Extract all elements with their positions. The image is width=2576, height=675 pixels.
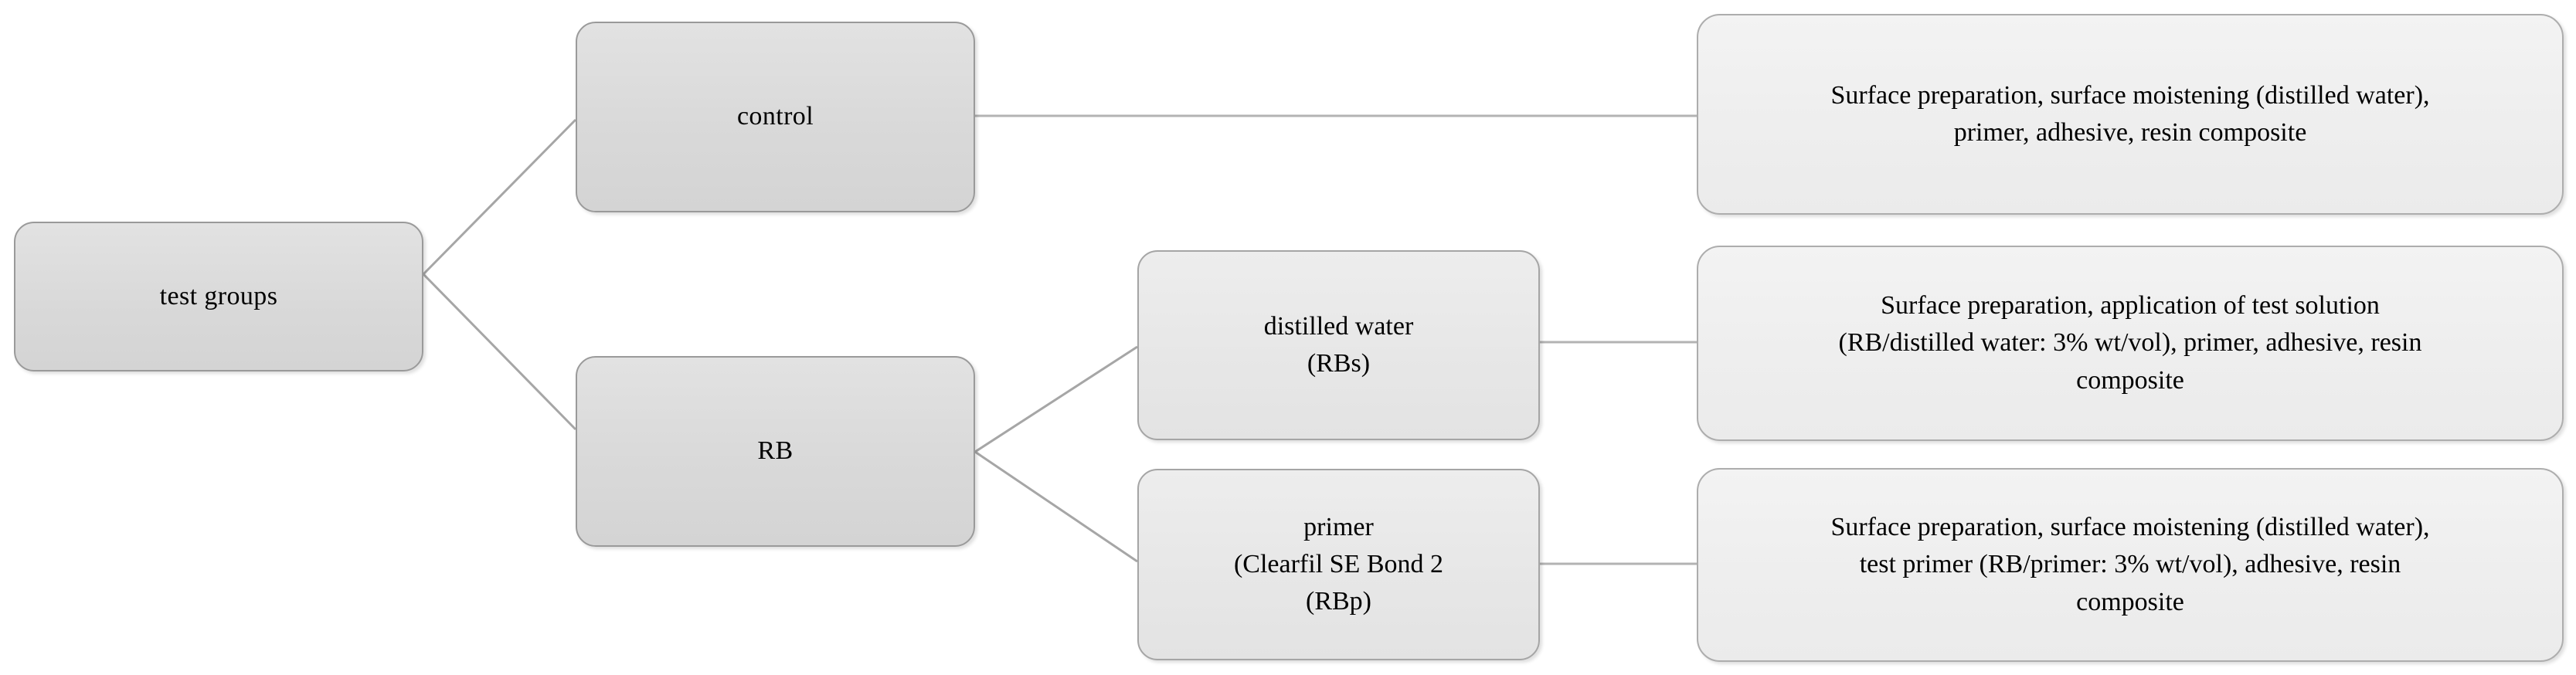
desc-rbp-label: Surface preparation, surface moistening … bbox=[1830, 513, 2430, 616]
edge-rb-rbp bbox=[974, 450, 1138, 563]
edge-rb-rbs bbox=[974, 345, 1138, 453]
edge-root-control bbox=[422, 118, 577, 276]
node-distilled-water-rbs-label: distilled water (RBs) bbox=[1263, 311, 1414, 378]
node-distilled-water-rbs[interactable]: distilled water (RBs) bbox=[1137, 250, 1540, 440]
desc-rbs[interactable]: Surface preparation, application of test… bbox=[1697, 246, 2564, 441]
desc-rbp[interactable]: Surface preparation, surface moistening … bbox=[1697, 468, 2564, 662]
node-rb-label: RB bbox=[757, 436, 794, 466]
node-primer-rbp[interactable]: primer (Clearfil SE Bond 2 (RBp) bbox=[1137, 469, 1540, 660]
node-primer-rbp-label: primer (Clearfil SE Bond 2 (RBp) bbox=[1233, 512, 1444, 616]
node-test-groups[interactable]: test groups bbox=[14, 222, 423, 371]
edge-root-rb bbox=[422, 273, 577, 431]
desc-control-label: Surface preparation, surface moistening … bbox=[1830, 80, 2430, 147]
desc-rbs-label: Surface preparation, application of test… bbox=[1838, 291, 2422, 395]
node-control-label: control bbox=[736, 102, 814, 131]
node-control[interactable]: control bbox=[576, 22, 975, 212]
node-test-groups-label: test groups bbox=[159, 281, 278, 310]
desc-control[interactable]: Surface preparation, surface moistening … bbox=[1697, 14, 2564, 215]
node-rb[interactable]: RB bbox=[576, 356, 975, 547]
